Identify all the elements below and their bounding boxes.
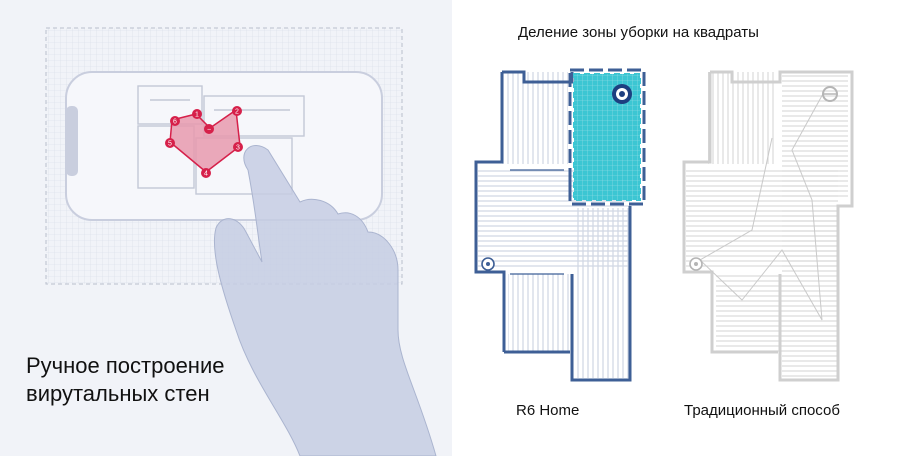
svg-text:4: 4: [204, 171, 208, 178]
svg-text:−: −: [207, 127, 211, 134]
point-1: 1: [192, 109, 202, 119]
point-2: 2: [232, 106, 242, 116]
phone-illustration: 6 1 − 2 5 3 4: [45, 27, 437, 456]
left-caption: Ручное построение вирутальных стен: [26, 352, 224, 408]
point-3: 3: [233, 142, 243, 152]
svg-text:3: 3: [236, 145, 240, 152]
robot-icon: [612, 84, 632, 104]
svg-text:6: 6: [173, 119, 177, 126]
traditional-label: Традиционный способ: [684, 402, 840, 419]
floor-plans: [474, 68, 854, 382]
r6-home-label: R6 Home: [516, 402, 580, 419]
point-minus: −: [204, 124, 214, 134]
zone-division-panel: Деление зоны уборки на квадраты: [452, 0, 900, 456]
svg-text:2: 2: [235, 109, 239, 116]
panel-title: Деление зоны уборки на квадраты: [518, 24, 759, 41]
svg-text:1: 1: [195, 112, 199, 119]
caption-line-2: вирутальных стен: [26, 381, 210, 406]
caption-line-1: Ручное построение: [26, 353, 225, 378]
svg-text:5: 5: [168, 141, 172, 148]
hand-icon: [213, 145, 437, 456]
phone-button: [66, 106, 78, 176]
wall-points: 6 1 − 2 5 3 4: [165, 106, 243, 178]
r6-floor-plan: [474, 68, 646, 382]
point-4: 4: [201, 168, 211, 178]
charging-dock-icon-gray: [689, 257, 703, 271]
point-6: 6: [170, 116, 180, 126]
point-5: 5: [165, 138, 175, 148]
virtual-walls-panel: 6 1 − 2 5 3 4 Ручное построение вируталь…: [0, 0, 452, 456]
robot-icon-gray: [822, 86, 838, 102]
traditional-floor-plan: [682, 70, 854, 382]
charging-dock-icon: [481, 257, 495, 271]
